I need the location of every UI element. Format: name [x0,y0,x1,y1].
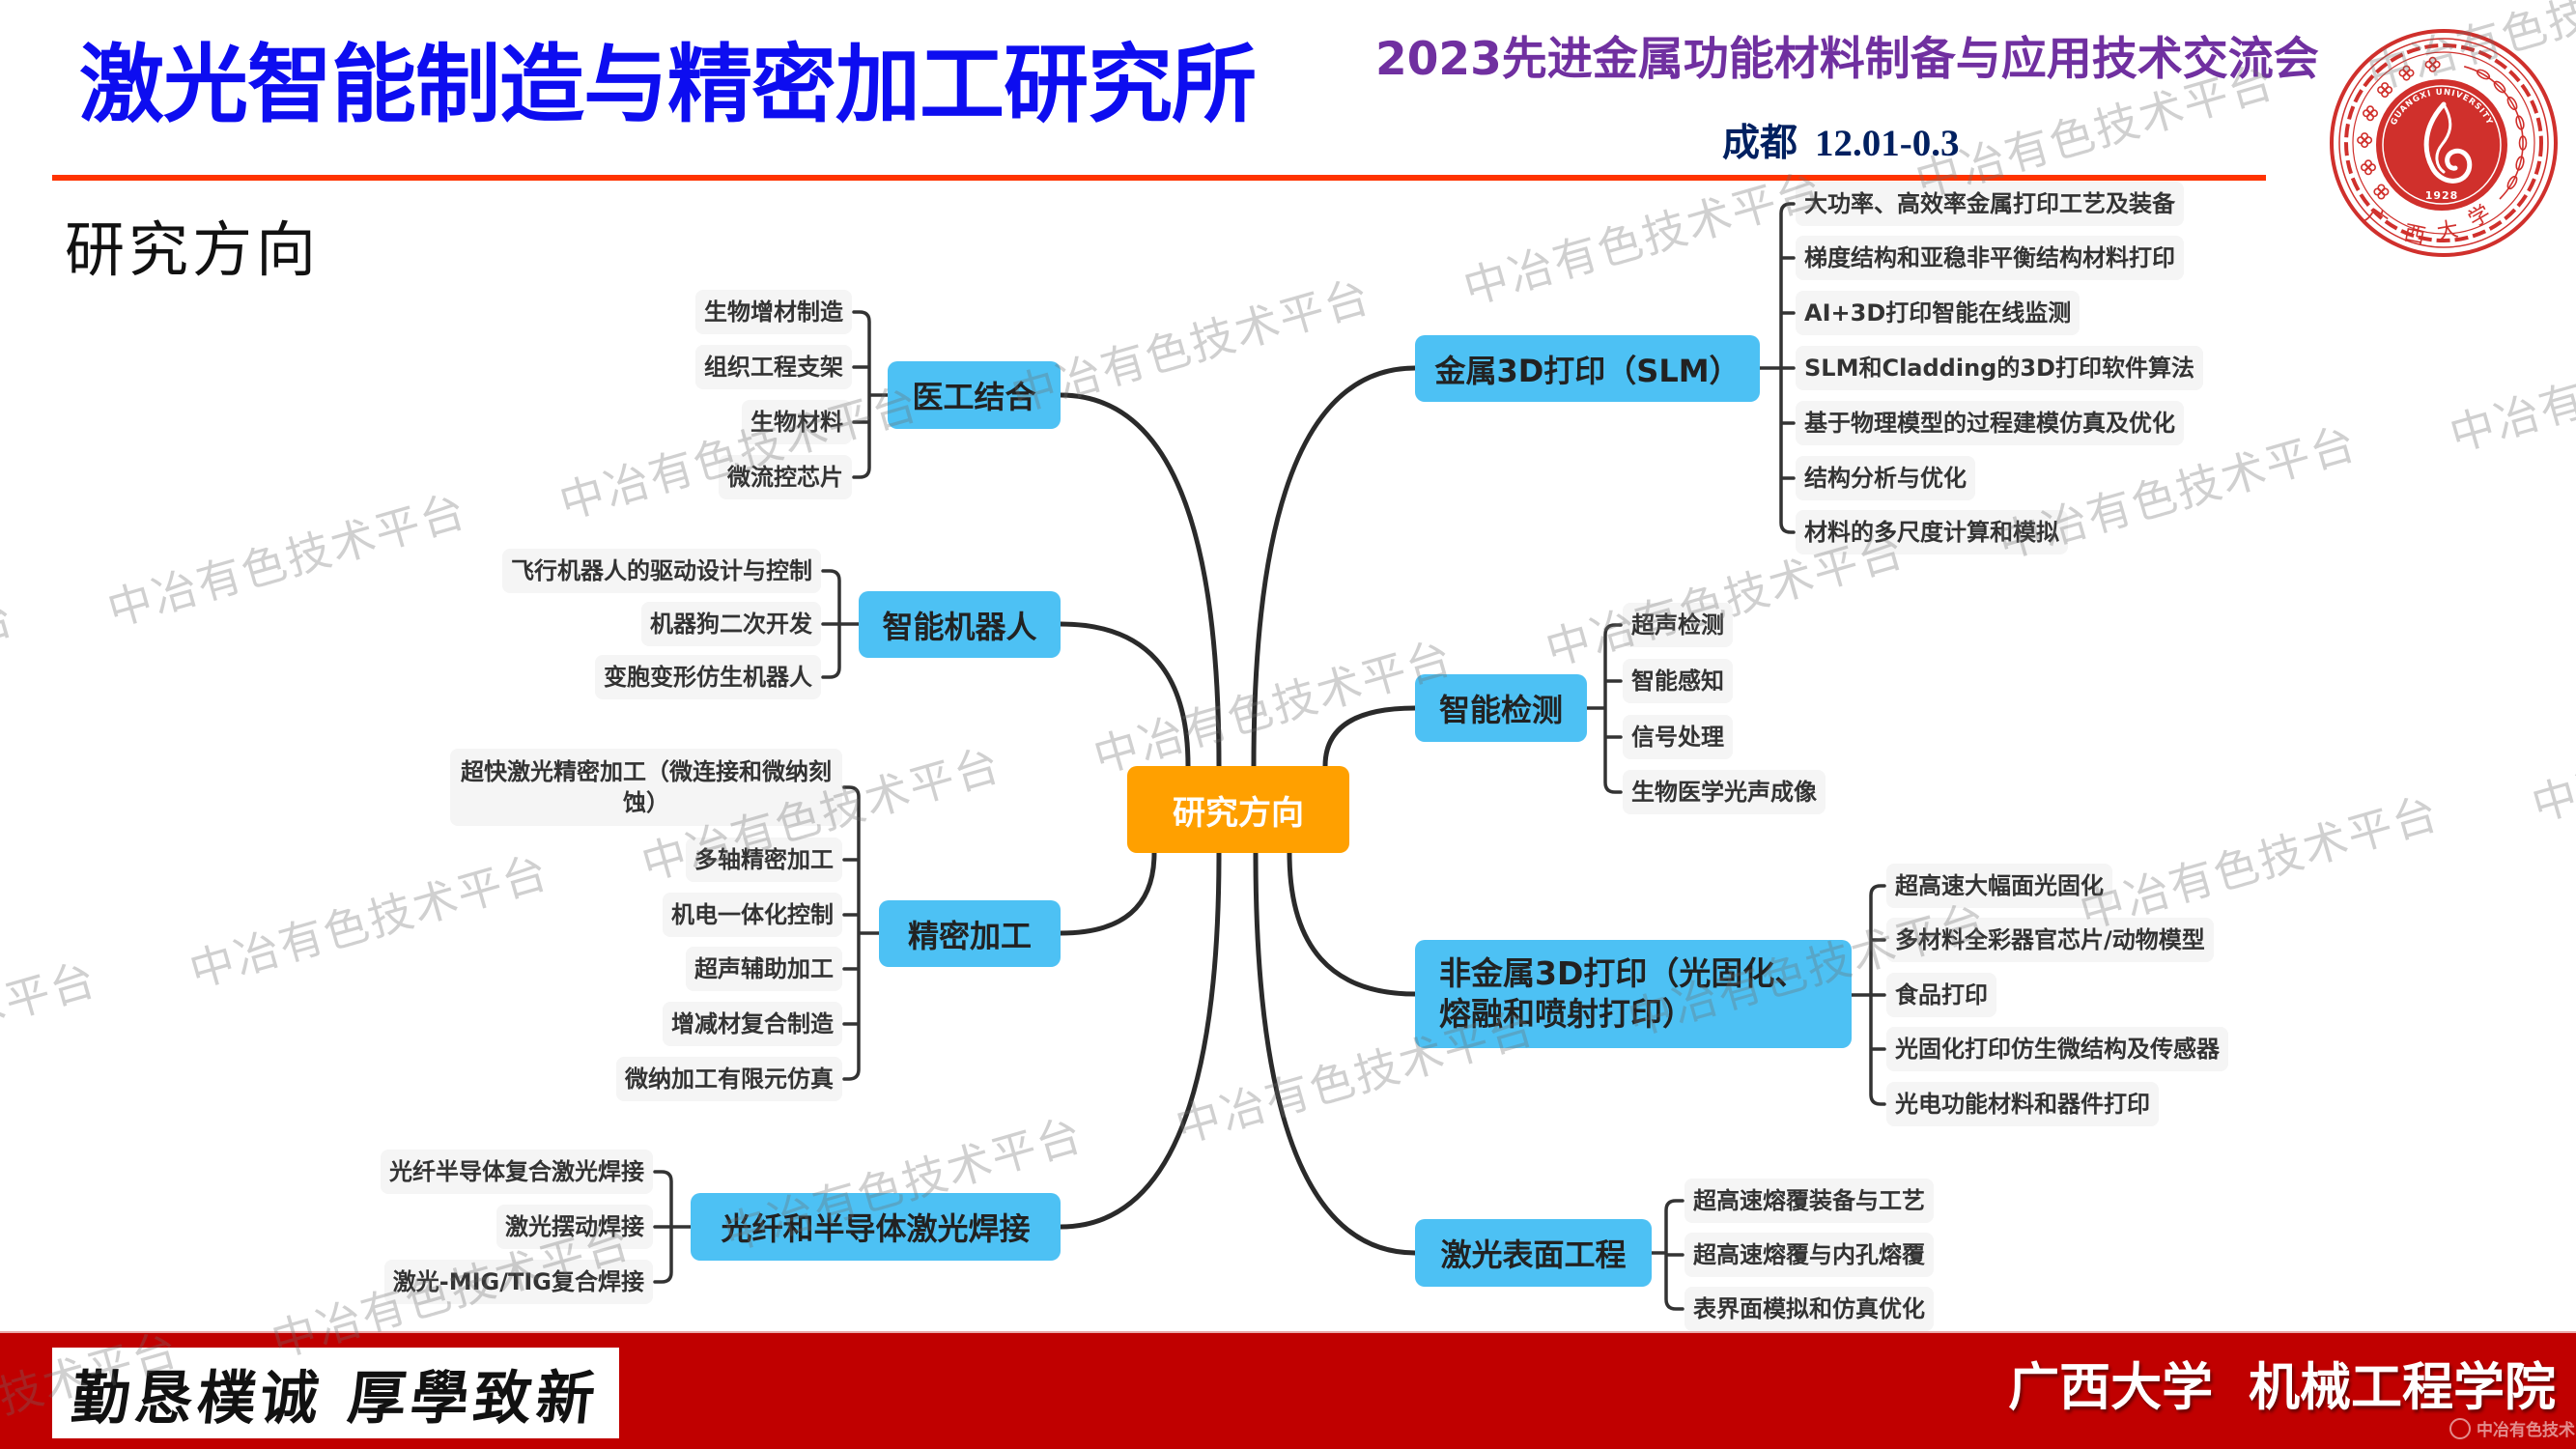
header-divider [52,175,2266,181]
conference-location-dates: 成都 12.01-0.3 [1722,118,1960,170]
leaf-item: 多材料全彩器官芯片/动物模型 [1886,918,2214,962]
curve-to-metal-3d-printing [1251,365,1418,769]
root-branch-curves [1058,365,1418,1256]
leaf-item: 激光摆动焊接 [496,1205,653,1249]
leaf-item: 光电功能材料和器件打印 [1886,1082,2159,1126]
motto-calligraphy-box: 勤恳樸诚 厚學致新 [52,1348,619,1438]
leaf-item: 生物增材制造 [695,290,852,334]
curve-to-nonmetal-3d-printing [1287,850,1418,997]
footer-band: 勤恳樸诚 厚學致新 广西大学 机械工程学院 [0,1331,2576,1449]
branch-intelligent-robots: 智能机器人 [859,591,1061,658]
leaf-item: SLM和Cladding的3D打印软件算法 [1796,346,2203,390]
leaf-item: 梯度结构和亚稳非平衡结构材料打印 [1796,236,2184,280]
leaf-item: 生物材料 [742,400,852,444]
leaf-item: 飞行机器人的驱动设计与控制 [502,549,821,593]
seal-wheat-ornament [2463,66,2528,200]
leaf-item: 超声检测 [1623,603,1733,647]
leaf-item: AI+3D打印智能在线监测 [1796,291,2081,335]
svg-text:西: 西 [2402,221,2428,249]
leaf-item: 食品打印 [1886,973,1996,1017]
curve-to-laser-surface [1253,850,1418,1256]
page-title: 激光智能制造与精密加工研究所 [79,35,1257,134]
leaf-item: 组织工程支架 [695,345,852,389]
leaf-item: 智能感知 [1623,659,1733,703]
mindmap-root-node: 研究方向 [1127,766,1349,853]
leaf-item: 超声辅助加工 [686,947,842,991]
platform-logo-text: 中冶有色技术网 [2477,1421,2576,1440]
leaf-brackets [653,202,1886,1311]
leaf-item: 基于物理模型的过程建模仿真及优化 [1796,401,2184,445]
university-seal-logo: GUANGXI UNIVERSITY 1928 广 西 大 学 [2328,27,2560,259]
leaf-item: 变胞变形仿生机器人 [595,655,821,699]
curve-to-medical-engineering [1058,392,1222,769]
curve-to-laser-welding [1058,850,1222,1230]
branch-medical-engineering: 医工结合 [888,361,1061,429]
seal-year: 1928 [2425,189,2459,202]
section-title: 研究方向 [65,214,321,285]
branch-intelligent-detection: 智能检测 [1415,674,1587,742]
curve-to-precision-machining [1058,850,1157,936]
leaf-item: 超高速熔覆与内孔熔覆 [1684,1233,1934,1277]
leaf-item: 多轴精密加工 [686,838,842,882]
leaf-item: 表界面模拟和仿真优化 [1684,1287,1934,1331]
leaf-item: 结构分析与优化 [1796,456,1975,500]
svg-text:大: 大 [2435,217,2460,244]
leaf-item: 生物医学光声成像 [1623,770,1826,814]
curve-to-intelligent-robots [1058,621,1191,769]
leaf-item: 微纳加工有限元仿真 [616,1057,842,1101]
leaf-item: 增减材复合制造 [663,1002,842,1046]
leaf-item: 光纤半导体复合激光焊接 [381,1150,653,1194]
leaf-item: 激光-MIG/TIG复合焊接 [383,1260,653,1304]
university-seal-icon: GUANGXI UNIVERSITY 1928 广 西 大 学 [2330,29,2558,257]
leaf-item: 信号处理 [1623,715,1733,759]
conference-dates: 12.01-0.3 [1815,123,1960,164]
institution-name: 广西大学 机械工程学院 [2008,1358,2556,1417]
curve-to-intelligent-detection [1322,705,1418,769]
leaf-item: 材料的多尺度计算和模拟 [1796,510,2068,554]
leaf-item: 光固化打印仿生微结构及传感器 [1886,1027,2228,1071]
conference-city: 成都 [1722,122,1798,165]
leaf-item: 大功率、高效率金属打印工艺及装备 [1796,182,2184,226]
branch-laser-surface-engineering: 激光表面工程 [1415,1219,1652,1287]
leaf-item: 机器狗二次开发 [641,602,821,646]
branch-precision-machining: 精密加工 [879,900,1061,967]
leaf-item: 微流控芯片 [719,455,852,499]
leaf-item: 超快激光精密加工（微连接和微纳刻蚀） [450,749,842,826]
leaf-item: 机电一体化控制 [663,893,842,937]
seal-flame-icon [2423,101,2473,184]
globe-icon [2449,1417,2471,1439]
platform-logo-watermark: 中冶有色技术网 [2449,1416,2576,1440]
branch-metal-3d-printing: 金属3D打印（SLM） [1415,335,1760,402]
leaf-item: 超高速熔覆装备与工艺 [1684,1179,1934,1223]
university-motto: 勤恳樸诚 厚學致新 [68,1364,603,1433]
branch-laser-welding: 光纤和半导体激光焊接 [691,1193,1061,1261]
leaf-item: 超高速大幅面光固化 [1886,864,2112,908]
branch-nonmetal-3d-printing: 非金属3D打印（光固化、熔融和喷射打印） [1415,940,1852,1048]
conference-title: 2023先进金属功能材料制备与应用技术交流会 [1375,33,2319,86]
